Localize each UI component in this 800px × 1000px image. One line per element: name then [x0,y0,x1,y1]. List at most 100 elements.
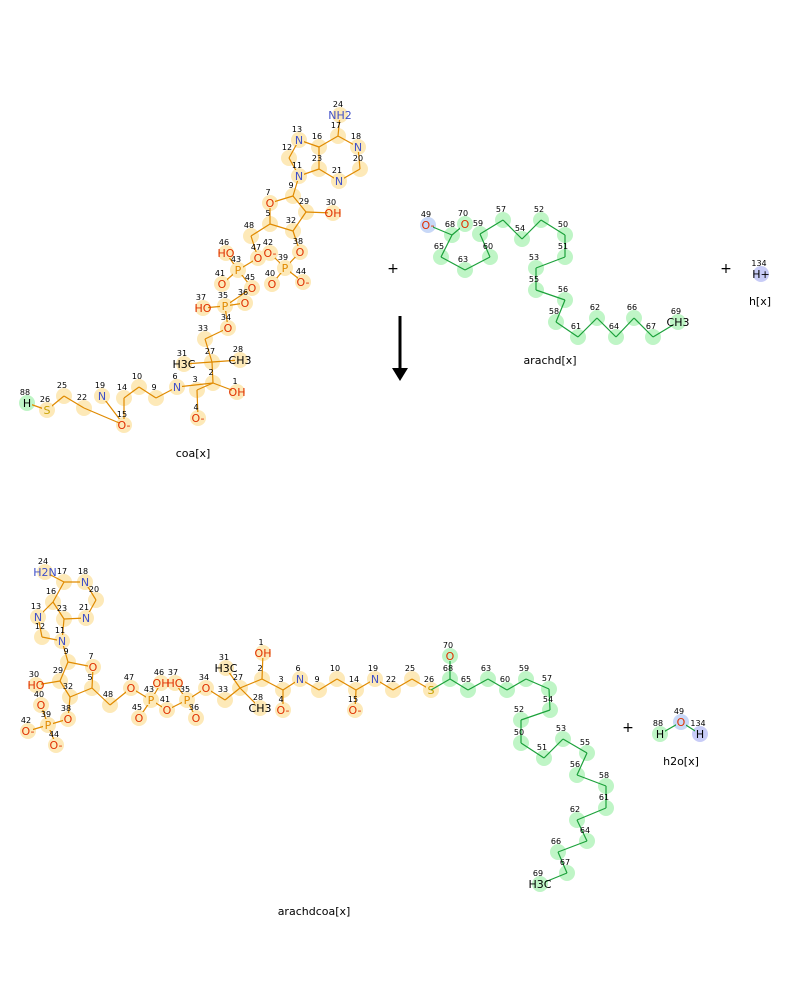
atom-symbol-backdrop [445,650,455,661]
atom-number: 53 [529,253,539,262]
bond-line [211,361,214,384]
atom-symbol-backdrop [42,404,52,415]
atom-symbol: O [241,297,250,310]
atom-symbol: H [696,728,704,741]
atom-symbol: O [296,246,305,259]
atom-symbol-backdrop [328,207,338,218]
atom-symbol: O [224,322,233,335]
atom-symbol-backdrop [51,739,61,750]
label-arachd: arachd[x] [523,354,576,367]
atom-number: 37 [196,293,206,302]
atom-number: 47 [124,673,134,682]
atom-number: 38 [61,704,71,713]
atom-number: 28 [233,345,243,354]
atom-symbol: H3C [529,878,552,891]
atom-symbol: N [371,673,379,686]
atom-number: 65 [434,242,444,251]
atom-symbol-backdrop [221,247,231,258]
atom-symbol: P [184,694,191,707]
atom-number: 19 [95,381,105,390]
bond-line [535,289,566,301]
atom-number: 9 [151,383,156,392]
atom-number: 44 [49,730,59,739]
molecule-coa: NH22417N1820N212316N1312N119O729OH30325O… [19,100,368,433]
bond-line [576,807,607,821]
atom-number: 50 [514,728,524,737]
atom-number: 3 [278,675,283,684]
atom-number: 25 [405,664,415,673]
atom-number: 69 [533,869,543,878]
bond-line [525,678,550,690]
atom-symbol: OH [255,647,272,660]
atom-number: 67 [646,322,656,331]
atom-number: 6 [295,664,300,673]
bond-line [176,382,214,388]
bond-line [540,219,566,236]
atom-number: 26 [40,395,50,404]
atom-symbol: S [428,684,435,697]
atom-symbol-backdrop [676,716,686,727]
atom-symbol-backdrop [460,218,470,229]
bond-line [557,851,568,874]
atom-symbol-backdrop [255,702,265,713]
atom-symbol: N [82,612,90,625]
atom-number: 56 [570,760,580,769]
atom-symbol: NH2 [328,109,352,122]
atom-number: 68 [445,220,455,229]
atom-number: 63 [458,255,468,264]
atom-symbol-backdrop [217,278,227,289]
atom-number: 59 [519,664,529,673]
atom-number: 34 [221,313,231,322]
bond-line [392,678,413,691]
atom-symbol-backdrop [294,134,304,145]
bond-line [487,678,508,691]
atom-number: 41 [160,695,170,704]
atom-symbol: H2N [33,566,57,579]
atom-symbol-backdrop [221,662,231,673]
atom-number: 16 [312,132,322,141]
atom-number: 12 [35,622,45,631]
atom-number: 51 [558,242,568,251]
atom-symbol-backdrop [334,175,344,186]
atom-symbol-backdrop [23,725,33,736]
atom-number: 14 [349,675,359,684]
label-h: h[x] [749,295,771,308]
atom-number: 23 [312,154,322,163]
bond-line [555,299,566,323]
atom-symbol-backdrop [294,170,304,181]
atom-symbol-backdrop [126,682,136,693]
atom-number: 31 [177,349,187,358]
bond-line [449,678,469,691]
atom-symbol: N [295,170,303,183]
atom-number: 36 [238,288,248,297]
atom-symbol-backdrop [81,612,91,623]
atom-number: 48 [244,221,254,230]
atom-number: 66 [627,303,637,312]
atom-symbol: H3C [173,358,196,371]
atom-number: 58 [599,771,609,780]
atom-symbol: N [173,381,181,394]
atom-symbol-backdrop [240,297,250,308]
bond-line [502,219,523,240]
atom-number: 28 [253,693,263,702]
bond-line [52,581,65,603]
atom-number: 27 [205,347,215,356]
atom-symbol-backdrop [156,677,166,688]
atom-number: 59 [473,219,483,228]
atom-number: 50 [558,220,568,229]
atom-number: 24 [38,557,48,566]
atom-number: 45 [245,273,255,282]
bond-line [521,219,542,240]
molecule-arachdcoa-tail: 68O7065636059575452505153555658616264666… [430,641,614,892]
atom-symbol-backdrop [179,358,189,369]
atom-symbol: H [656,728,664,741]
atom-number: 24 [333,100,343,109]
atom-number: 15 [117,410,127,419]
atom-symbol-backdrop [267,278,277,289]
atom-number: 4 [193,403,198,412]
atom-symbol: N [354,141,362,154]
atom-symbol-backdrop [295,673,305,684]
bond-line [269,223,294,232]
atom-symbol: P [222,300,229,313]
